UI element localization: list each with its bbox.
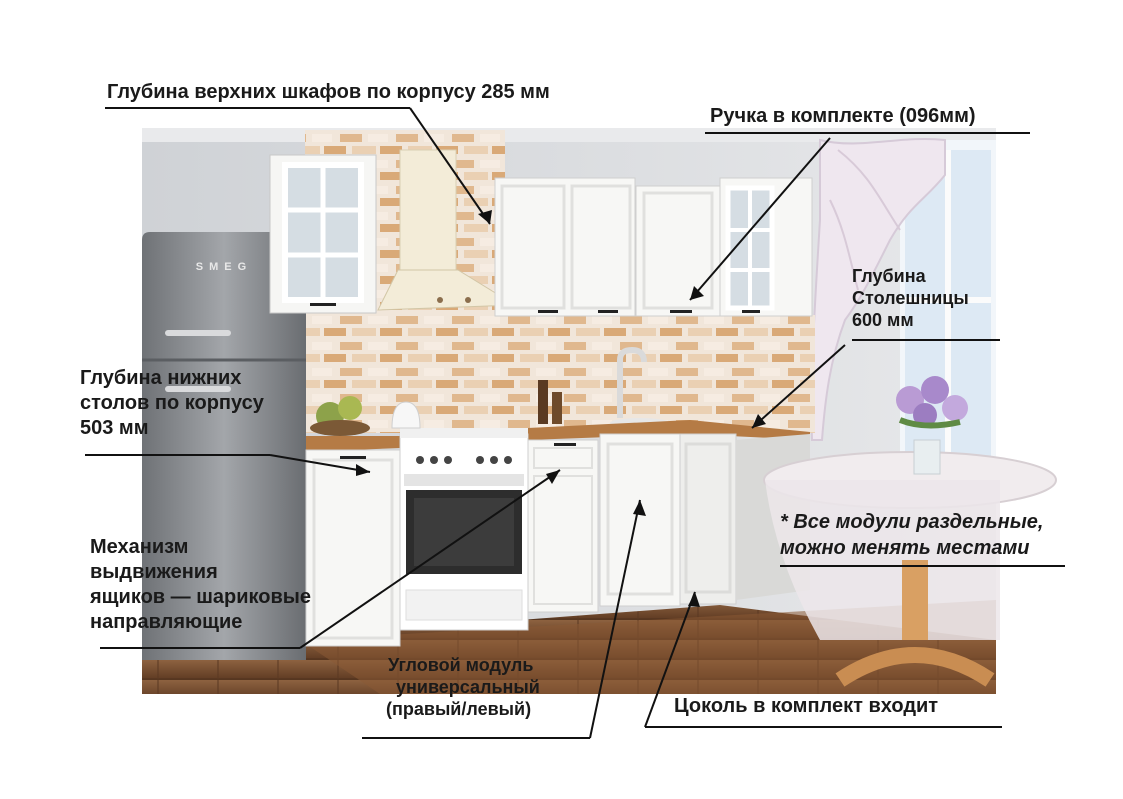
note-line-2: можно менять местами (780, 537, 1030, 559)
leader-corner (589, 499, 641, 739)
arrowhead-lower-depth (356, 464, 370, 476)
leader-worktop (751, 344, 846, 429)
label-worktop-depth: Глубина Столешницы 600 мм (852, 265, 969, 331)
leader-upper-depth (409, 107, 491, 225)
label-upper-cabinet-depth: Глубина верхних шкафов по корпусу 285 мм (107, 81, 550, 103)
arrowhead-worktop (752, 414, 766, 428)
fridge-logo: SMEG (196, 261, 252, 273)
fruit-bowl (310, 396, 370, 436)
note-modules-separate: * Все модули раздельные, можно менять ме… (780, 509, 1043, 561)
label-corner-module: Угловой модуль универсальный (правый/лев… (386, 654, 540, 720)
lower-depth-line-3: 503 мм (80, 417, 149, 439)
worktop-depth-line-3: 600 мм (852, 310, 914, 330)
arrowhead-upper-depth (478, 210, 492, 224)
arrowhead-plinth (688, 592, 700, 607)
countertop (306, 420, 810, 452)
note-line-1: * Все модули раздельные, (780, 511, 1044, 533)
label-plinth-included: Цоколь в комплект входит (674, 695, 939, 717)
label-lower-cabinet-depth: Глубина нижних столов по корпусу 503 мм (80, 366, 264, 441)
drawer-mechanism-line-4: направляющие (90, 611, 243, 633)
leader-drawer (299, 469, 561, 649)
label-drawer-mechanism: Механизм выдвижения ящиков — шариковые н… (90, 535, 311, 635)
pepper-mills (538, 380, 562, 424)
corner-module-line-3: (правый/левый) (386, 699, 532, 719)
corner-module-line-2: универсальный (396, 677, 540, 697)
dining-table (763, 376, 1057, 687)
leader-lower-depth (269, 454, 371, 473)
worktop-depth-line-1: Глубина (852, 266, 926, 286)
upper-cabinet-glass-left (269, 154, 377, 314)
fridge: SMEG (142, 232, 306, 660)
leader-plinth (644, 591, 696, 728)
arrowhead-handle (690, 286, 704, 300)
leader-handle (689, 137, 831, 301)
arrowhead-drawer (546, 470, 560, 484)
upper-cabinets (494, 177, 813, 317)
label-handle-included: Ручка в комплекте (096мм) (710, 105, 976, 127)
lower-depth-line-2: столов по корпусу (80, 392, 264, 414)
arrowhead-corner (633, 500, 646, 516)
corner-module-line-1: Угловой модуль (388, 655, 534, 675)
stove (399, 428, 529, 631)
drawer-mechanism-line-3: ящиков — шариковые (90, 586, 311, 608)
worktop-depth-line-2: Столешницы (852, 288, 969, 308)
lower-depth-line-1: Глубина нижних (80, 367, 242, 389)
drawer-mechanism-line-2: выдвижения (90, 561, 218, 583)
drawer-mechanism-line-1: Механизм (90, 536, 189, 558)
kettle (391, 401, 421, 429)
